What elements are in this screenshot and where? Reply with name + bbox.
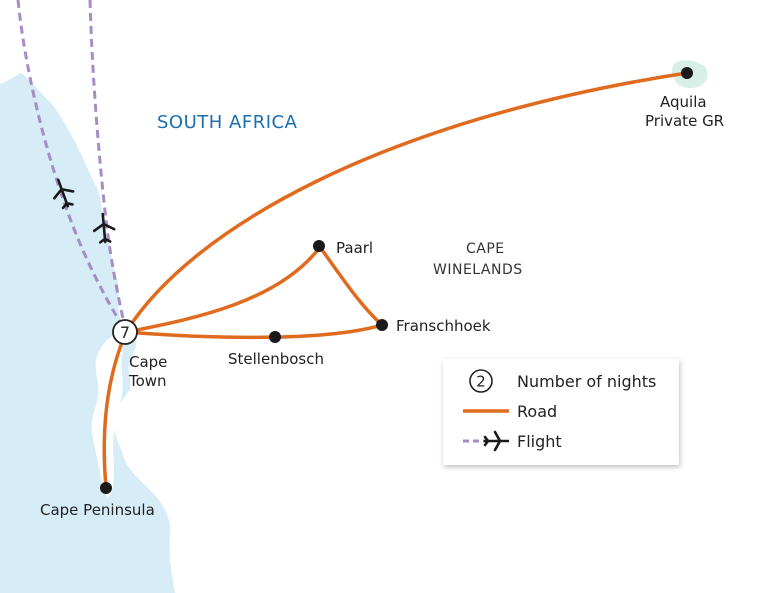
nights-circle-icon: 7 xyxy=(112,319,138,345)
country-label: SOUTH AFRICA xyxy=(157,112,298,133)
map-legend: 2 Number of nights Road Flight xyxy=(443,359,679,465)
flight-route-east xyxy=(88,0,128,333)
winelands-label-line2: WINELANDS xyxy=(433,262,523,278)
location-dot-icon xyxy=(313,240,325,252)
legend-row-nights: 2 Number of nights xyxy=(461,369,656,393)
aquila-label-line2: Private GR xyxy=(645,112,724,130)
cape-town-label-line2: Town xyxy=(128,372,167,390)
legend-flight-label: Flight xyxy=(517,431,562,451)
cape-town-nights: 7 xyxy=(120,323,130,342)
nights-circle-icon: 2 xyxy=(469,369,493,393)
stellenbosch-label: Stellenbosch xyxy=(228,350,324,368)
cape-town-label-line1: Cape xyxy=(129,353,167,371)
cape-peninsula-label: Cape Peninsula xyxy=(40,501,155,519)
road-cape-town-peninsula xyxy=(102,330,128,489)
legend-nights-sample: 2 xyxy=(476,373,486,391)
location-dot-icon xyxy=(100,482,112,494)
airplane-icon xyxy=(92,212,116,244)
road-cape-town-paarl xyxy=(124,245,322,334)
flight-route-west xyxy=(16,0,128,333)
location-dot-icon xyxy=(269,331,281,343)
airplane-icon xyxy=(483,430,509,452)
winelands-label-line1: CAPE xyxy=(466,241,505,257)
aquila-label-line1: Aquila xyxy=(660,93,707,111)
paarl-label: Paarl xyxy=(336,239,373,257)
legend-nights-label: Number of nights xyxy=(517,371,657,391)
franschhoek-label: Franschhoek xyxy=(396,317,491,335)
legend-row-flight: Flight xyxy=(461,429,562,453)
road-line-icon xyxy=(463,409,509,413)
airplane-icon xyxy=(52,178,75,210)
legend-row-road: Road xyxy=(461,399,557,423)
location-dot-icon xyxy=(681,67,693,79)
flight-line-icon xyxy=(463,430,509,452)
road-paarl-franschhoek xyxy=(318,245,384,327)
location-dot-icon xyxy=(376,319,388,331)
road-cape-town-aquila xyxy=(124,71,689,334)
northern-coast-land xyxy=(0,0,60,84)
legend-road-label: Road xyxy=(517,401,558,421)
